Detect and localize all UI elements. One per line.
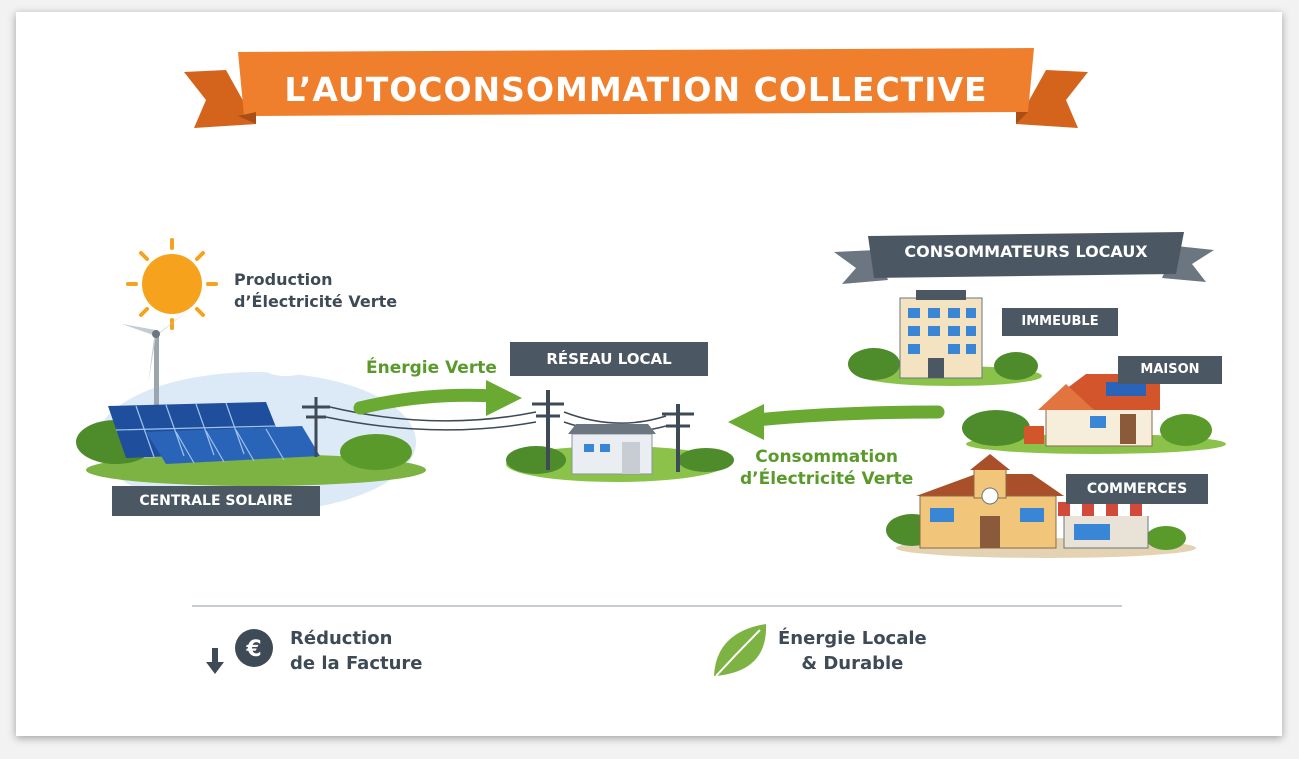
consumer-tag-house: MAISON: [1118, 356, 1222, 384]
euro-down-icon: €: [206, 629, 273, 674]
solar-plant-tag: CENTRALE SOLAIRE: [112, 486, 320, 516]
sun-icon: [126, 238, 218, 330]
production-label: Production d’Électricité Verte: [234, 270, 398, 311]
title-ribbon: [184, 48, 1088, 128]
local-grid-illustration: [506, 390, 734, 482]
solar-plant-illustration: [76, 308, 426, 512]
house-icon: [962, 374, 1226, 454]
page-title: L’AUTOCONSOMMATION COLLECTIVE: [284, 70, 988, 109]
svg-text:€: €: [245, 637, 261, 662]
apartment-building-icon: [848, 290, 1042, 386]
local-grid-tag: RÉSEAU LOCAL: [510, 342, 708, 376]
leaf-icon: [714, 624, 767, 677]
consumption-flow-arrow-left: [728, 404, 945, 440]
consumption-label: Consommation d’Électricité Verte: [740, 447, 914, 489]
consumers-ribbon: [834, 232, 1214, 284]
consumers-banner-label: CONSOMMATEURS LOCAUX: [904, 242, 1148, 261]
shops-icon: [886, 454, 1196, 558]
diagram-artwork: €: [76, 48, 1226, 677]
benefit-bill-reduction: Réduction de la Facture: [290, 628, 423, 674]
energy-flow-arrow-right: [353, 380, 522, 416]
consumer-tag-apartment: IMMEUBLE: [1002, 308, 1118, 336]
green-energy-label: Énergie Verte: [366, 358, 497, 378]
consumer-tag-shops: COMMERCES: [1066, 474, 1208, 504]
infographic-card: € L’AUTOCONSOMMATION COLLECTIVE Producti…: [16, 12, 1282, 736]
benefit-local-energy: Énergie Locale & Durable: [778, 628, 927, 674]
